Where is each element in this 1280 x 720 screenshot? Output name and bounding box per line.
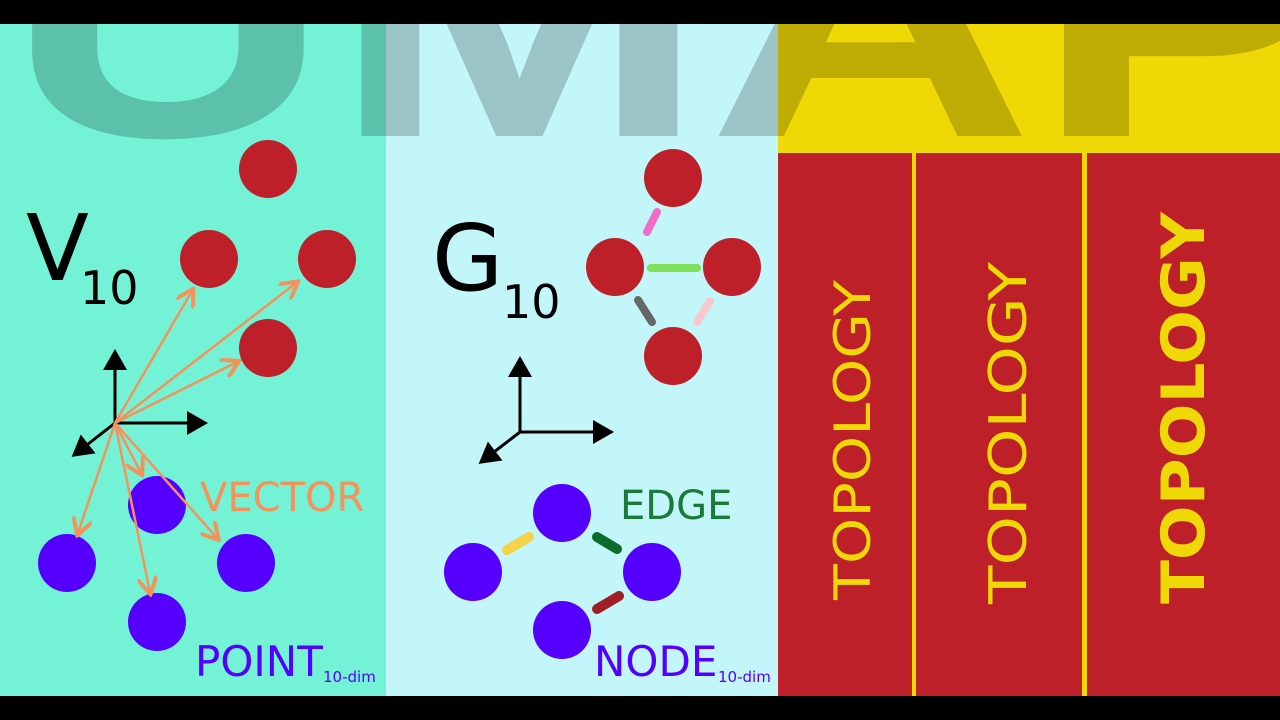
edge: [502, 532, 534, 555]
red-node: [703, 238, 761, 296]
red-point: [239, 140, 297, 198]
blue-points: [38, 476, 275, 651]
topology-column-1: [778, 153, 912, 696]
umap-watermark: UMAP: [5, 0, 1280, 206]
topology-column-2: [916, 153, 1082, 696]
blue-node: [444, 543, 502, 601]
blue-node: [533, 484, 591, 542]
vector-subscript: 10: [80, 261, 139, 315]
node-label: NODE: [594, 637, 717, 686]
red-edges: [634, 208, 714, 326]
vector-symbol: V: [26, 195, 89, 302]
blue-point: [38, 534, 96, 592]
graph-subscript: 10: [502, 275, 561, 329]
topology-label-2: TOPOLOGY: [979, 262, 1039, 605]
red-points: [180, 140, 356, 377]
point-label: POINT: [195, 637, 323, 686]
red-nodes: [586, 149, 761, 385]
edge: [693, 297, 714, 326]
blue-point: [128, 593, 186, 651]
red-point: [298, 230, 356, 288]
axes-3d-graph: [478, 356, 614, 464]
red-node: [644, 149, 702, 207]
red-node: [586, 238, 644, 296]
blue-node: [533, 601, 591, 659]
graph-symbol: G: [432, 205, 503, 312]
edge-label: EDGE: [620, 483, 732, 529]
red-point: [239, 319, 297, 377]
edge: [592, 591, 624, 614]
topology-label-1: TOPOLOGY: [824, 279, 882, 601]
axes-3d-vector: [71, 349, 208, 457]
blue-node: [623, 543, 681, 601]
blue-nodes: [444, 484, 681, 659]
blue-edges: [502, 532, 624, 614]
vector-arrows: [78, 283, 296, 592]
vector-label: VECTOR: [200, 475, 364, 521]
point-dim-label: 10-dim: [323, 668, 376, 686]
edge: [592, 532, 622, 554]
topology-label-3: TOPOLOGY: [1149, 210, 1219, 604]
node-dim-label: 10-dim: [718, 668, 771, 686]
red-node: [644, 327, 702, 385]
topology-column-3: [1087, 153, 1280, 696]
red-point: [180, 230, 238, 288]
blue-point: [217, 534, 275, 592]
edge: [643, 208, 661, 236]
blue-point: [128, 476, 186, 534]
edge: [634, 296, 656, 326]
